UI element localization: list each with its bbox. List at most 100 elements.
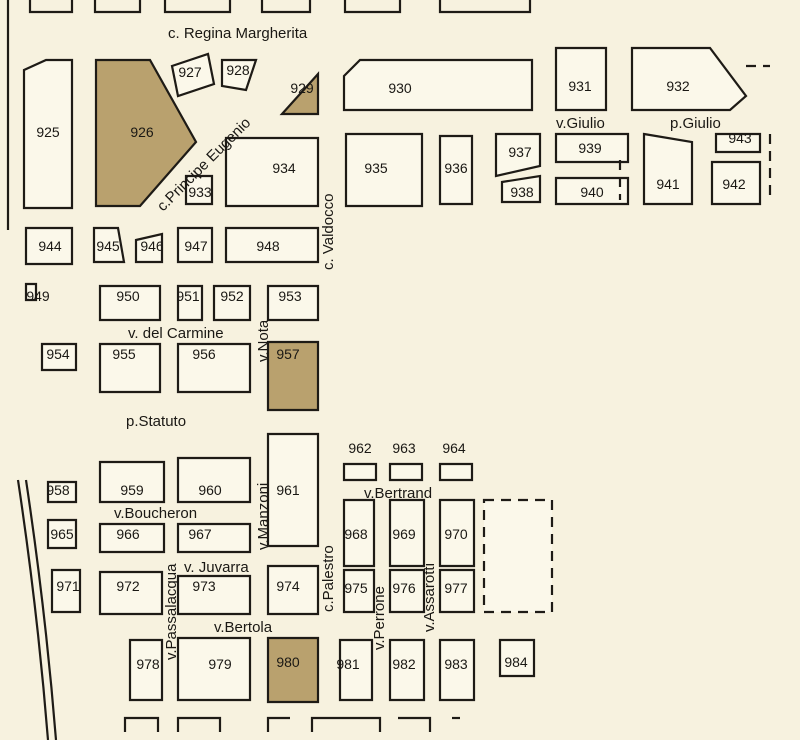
block-shape-940 xyxy=(554,176,630,206)
block-955: 955 xyxy=(98,342,162,394)
block-976: 976 xyxy=(388,568,426,614)
block-shape-955 xyxy=(98,342,162,394)
block-shape-944 xyxy=(24,226,74,266)
block-939: 939 xyxy=(554,132,630,164)
block-950: 950 xyxy=(98,284,162,322)
top-fragments xyxy=(28,0,532,14)
street-labels: c. Regina Margherita c.Principe Eugenio … xyxy=(114,25,721,660)
street-palestro: c.Palestro xyxy=(320,545,337,612)
street-manzoni: v.Manzoni xyxy=(255,483,272,550)
block-number-976: 976 xyxy=(392,580,416,596)
street-valdocco: c. Valdocco xyxy=(320,194,337,270)
block-shape-984 xyxy=(498,638,536,678)
block-number-950: 950 xyxy=(116,288,140,304)
block-964: 964 xyxy=(438,440,474,482)
block-shape-943 xyxy=(714,132,762,154)
block-968: 968 xyxy=(342,498,376,568)
block-983: 983 xyxy=(438,638,476,702)
block-number-928: 928 xyxy=(226,62,250,78)
block-949: 949 xyxy=(24,282,50,304)
block-shape-949 xyxy=(24,282,38,302)
block-number-946: 946 xyxy=(140,238,164,254)
block-shape-942 xyxy=(710,160,762,206)
block-number-934: 934 xyxy=(272,160,296,176)
block-shape-932 xyxy=(630,46,748,112)
block-945: 945 xyxy=(92,226,126,264)
block-925: 925 xyxy=(22,58,74,210)
block-number-977: 977 xyxy=(444,580,468,596)
block-number-973: 973 xyxy=(192,578,216,594)
block-948: 948 xyxy=(224,226,320,264)
block-shape-954 xyxy=(40,342,78,372)
block-932: 932 xyxy=(630,46,748,112)
block-shape-970 xyxy=(438,498,476,568)
block-number-930: 930 xyxy=(388,80,412,96)
block-957: 957 xyxy=(266,340,320,412)
street-juvarra: v. Juvarra xyxy=(184,559,249,576)
block-number-970: 970 xyxy=(444,526,468,542)
block-969: 969 xyxy=(388,498,426,568)
block-979: 979 xyxy=(176,636,252,702)
block-number-979: 979 xyxy=(208,656,232,672)
block-972: 972 xyxy=(98,570,164,616)
block-shape-948 xyxy=(224,226,320,264)
block-number-966: 966 xyxy=(116,526,140,542)
block-shape-976 xyxy=(388,568,426,614)
block-930: 930 xyxy=(342,58,534,112)
block-978: 978 xyxy=(128,638,164,702)
block-934: 934 xyxy=(224,136,320,208)
block-937: 937 xyxy=(494,132,542,178)
block-number-940: 940 xyxy=(580,184,604,200)
block-967: 967 xyxy=(176,522,252,554)
block-number-944: 944 xyxy=(38,238,62,254)
street-del-carmine: v. del Carmine xyxy=(128,325,224,342)
block-941: 941 xyxy=(642,132,694,206)
block-shape-939 xyxy=(554,132,630,164)
block-944: 944 xyxy=(24,226,74,266)
block-shape-961 xyxy=(266,432,320,548)
block-935: 935 xyxy=(344,132,424,208)
block-number-932: 932 xyxy=(666,78,690,94)
block-954: 954 xyxy=(40,342,78,372)
block-number-939: 939 xyxy=(578,140,602,156)
street-boucheron: v.Boucheron xyxy=(114,505,197,522)
block-number-978: 978 xyxy=(136,656,160,672)
block-961: 961 xyxy=(266,432,320,548)
block-shape-958 xyxy=(46,480,78,504)
block-number-942: 942 xyxy=(722,176,746,192)
block-shape-983 xyxy=(438,638,476,702)
street-bertola: v.Bertola xyxy=(214,619,273,636)
block-number-980: 980 xyxy=(276,654,300,670)
block-shape-925 xyxy=(22,58,74,210)
block-number-956: 956 xyxy=(192,346,216,362)
block-shape-935 xyxy=(344,132,424,208)
block-number-943: 943 xyxy=(728,130,752,146)
block-975: 975 xyxy=(342,568,376,614)
block-number-961: 961 xyxy=(276,482,300,498)
block-shape-981 xyxy=(338,638,374,702)
block-shape-972 xyxy=(98,570,164,616)
block-shape-953 xyxy=(266,284,320,322)
block-shape-966 xyxy=(98,522,166,554)
block-number-953: 953 xyxy=(278,288,302,304)
block-number-982: 982 xyxy=(392,656,416,672)
block-956: 956 xyxy=(176,342,252,394)
block-shape-973 xyxy=(176,574,252,616)
block-shape-927 xyxy=(170,52,216,98)
block-shape-980 xyxy=(266,636,320,704)
block-number-974: 974 xyxy=(276,578,300,594)
block-shape-967 xyxy=(176,522,252,554)
block-number-949: 949 xyxy=(26,288,50,304)
block-933: 933 xyxy=(184,174,214,206)
street-assarotti: v.Assarotti xyxy=(421,563,438,632)
block-shape-962 xyxy=(342,462,378,482)
block-970: 970 xyxy=(438,498,476,568)
street-giulio-v: v.Giulio xyxy=(556,115,605,132)
block-number-981: 981 xyxy=(336,656,360,672)
street-regina-margherita: c. Regina Margherita xyxy=(168,25,308,42)
block-960: 960 xyxy=(176,456,252,504)
block-shape-936 xyxy=(438,134,474,206)
block-number-954: 954 xyxy=(46,346,70,362)
street-perrone: v.Perrone xyxy=(371,586,388,650)
block-938: 938 xyxy=(500,174,542,204)
